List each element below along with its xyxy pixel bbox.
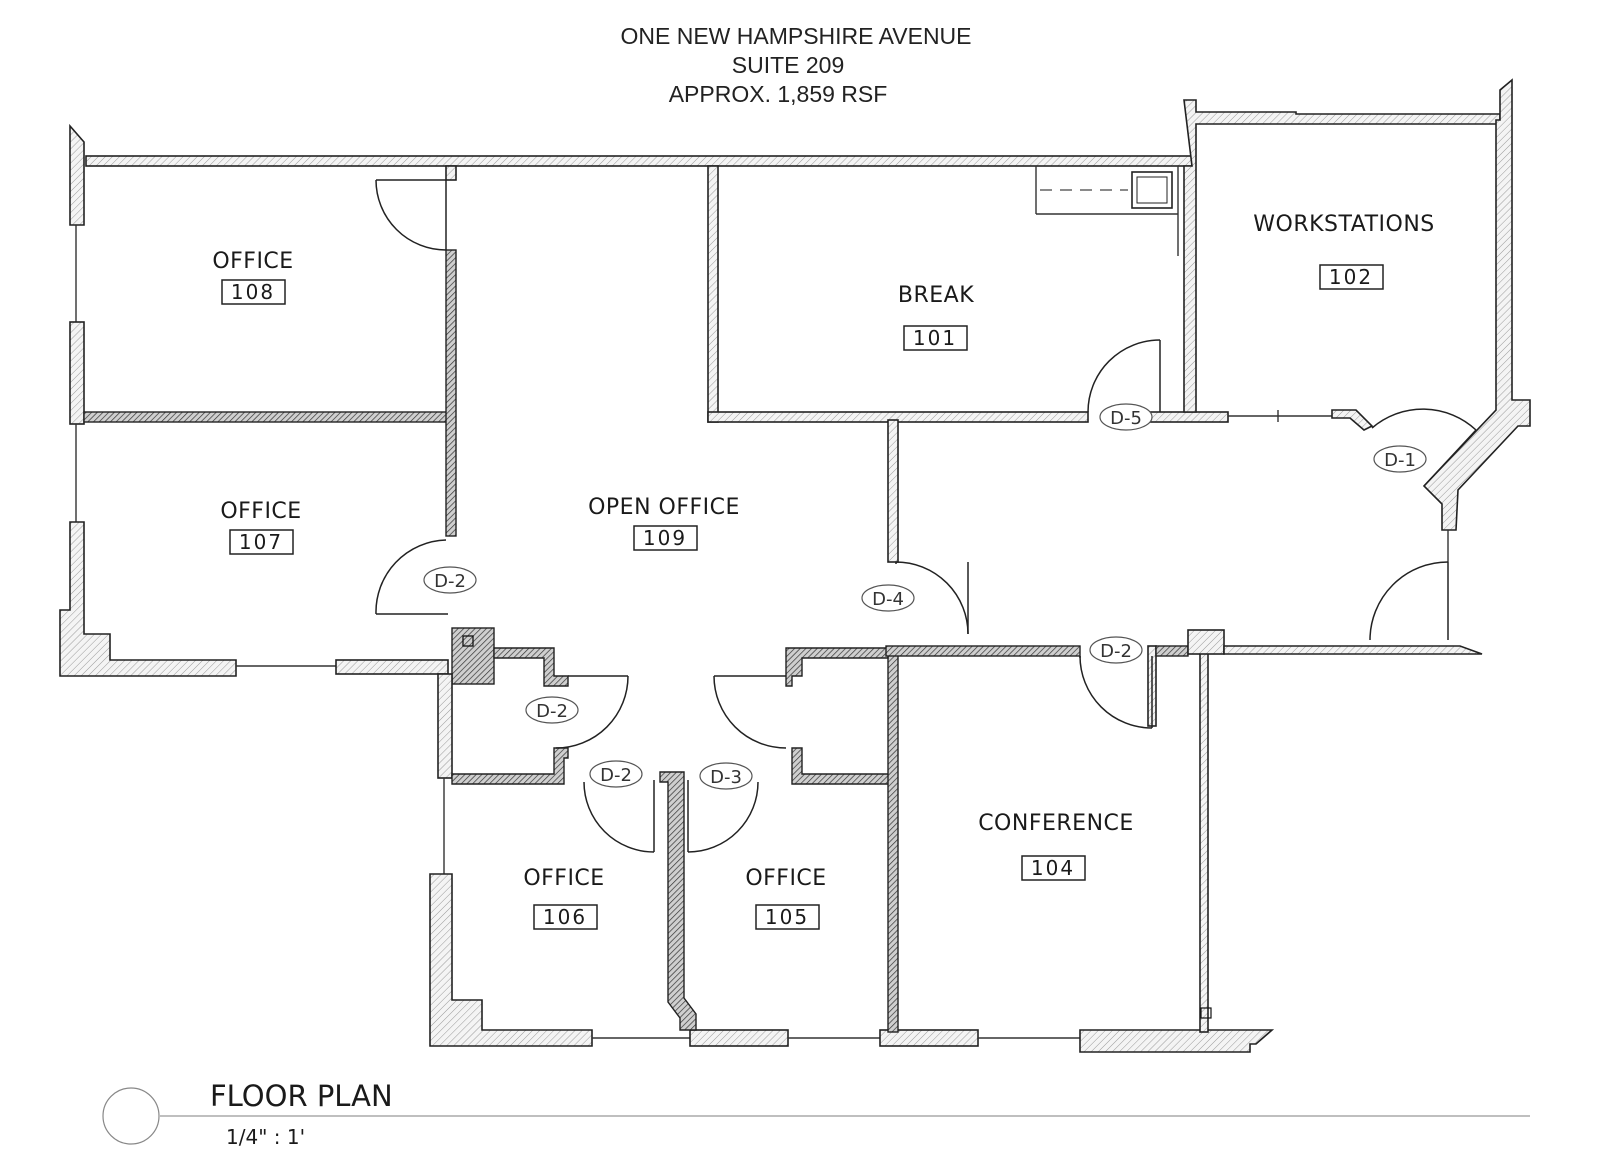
svg-text:D-1: D-1: [1384, 450, 1416, 471]
footer-title: FLOOR PLAN: [210, 1079, 393, 1113]
door-108-swing: [375, 179, 447, 251]
break-counter: [1035, 166, 1178, 215]
room-name: OFFICE: [745, 866, 826, 891]
room-104: CONFERENCE 104: [978, 811, 1134, 881]
room-106: OFFICE 106: [523, 866, 604, 930]
door-105-swing: [687, 781, 759, 853]
svg-text:D-5: D-5: [1110, 408, 1142, 429]
plan-footer: FLOOR PLAN 1/4" : 1': [102, 1079, 1530, 1149]
room-name: OFFICE: [220, 499, 301, 524]
wall-entry-bottom: [1223, 645, 1483, 655]
wall-102-south: [1331, 409, 1374, 431]
door-tag-d5: D-5: [1099, 403, 1153, 431]
wall-left-lower: [59, 521, 237, 677]
wall-101-west: [707, 165, 719, 423]
svg-text:D-3: D-3: [710, 767, 742, 788]
title-block: ONE NEW HAMPSHIRE AVENUE SUITE 209 APPRO…: [620, 23, 971, 107]
wall-104-bottom-b: [1079, 1029, 1275, 1053]
room-number: 101: [913, 326, 957, 350]
room-number: 104: [1031, 856, 1075, 880]
door-tag-107: D-2: [423, 566, 477, 594]
room-number: 102: [1329, 265, 1373, 289]
svg-text:D-2: D-2: [536, 701, 568, 722]
wall-105-bottom: [689, 1029, 789, 1047]
wall-left-mid: [69, 321, 85, 425]
doors: [375, 179, 1477, 853]
wall-108-107: [83, 411, 455, 423]
door-closet-swing: [555, 675, 629, 749]
wall-104-west: [887, 651, 899, 1033]
suite-number: SUITE 209: [732, 52, 845, 78]
door-d1-leaf: [1423, 429, 1477, 487]
door-104-swing: [1079, 655, 1153, 729]
room-108: OFFICE 108: [212, 249, 293, 305]
column-104: [1200, 1007, 1212, 1019]
wall-104-east: [1199, 651, 1209, 1033]
door-closet2-swing: [713, 675, 787, 749]
door-106-swing: [583, 781, 655, 853]
room-102: WORKSTATIONS 102: [1253, 212, 1434, 290]
svg-text:D-2: D-2: [434, 571, 466, 592]
wall-106-west-upper: [437, 673, 453, 779]
room-name: OFFICE: [212, 249, 293, 274]
sink-basin: [1136, 176, 1168, 204]
building-name: ONE NEW HAMPSHIRE AVENUE: [620, 23, 971, 49]
room-number: 108: [231, 280, 275, 304]
wall-104-top-right: [1155, 645, 1189, 657]
wall-east-diagonal: [1422, 78, 1531, 531]
column-mark: [462, 635, 474, 647]
door-d4-swing: [895, 561, 969, 635]
door-tag-105: D-3: [699, 762, 753, 790]
room-name: BREAK: [898, 283, 974, 308]
room-number: 107: [239, 530, 283, 554]
svg-text:D-2: D-2: [1100, 641, 1132, 662]
wall-104-top: [885, 645, 1081, 657]
svg-text:D-4: D-4: [872, 589, 904, 610]
door-d5-swing: [1087, 339, 1161, 413]
door-tags: D-2 D-4 D-5 D-1 D-2 D-2 D-2 D-3: [423, 403, 1427, 790]
wall-105-top: [791, 747, 891, 785]
door-d1-swing: [1371, 408, 1477, 431]
room-name: WORKSTATIONS: [1253, 212, 1434, 237]
room-number: 105: [765, 905, 809, 929]
wall-106-top: [451, 747, 569, 785]
wall-closet-right: [785, 647, 889, 687]
svg-text:D-2: D-2: [600, 765, 632, 786]
door-tag-d1: D-1: [1373, 445, 1427, 473]
room-107: OFFICE 107: [220, 499, 301, 555]
wall-105-106: [659, 771, 697, 1031]
wall-top: [85, 155, 1193, 167]
room-number: 109: [643, 526, 687, 550]
section-marker-icon: [102, 1087, 160, 1145]
wall-106-sw: [429, 873, 593, 1047]
door-tag-d4: D-4: [861, 584, 915, 612]
wall-107-bottom: [335, 659, 449, 675]
wall-108-east: [445, 249, 457, 537]
room-name: CONFERENCE: [978, 811, 1134, 836]
wall-108-stub: [445, 165, 457, 181]
room-101: BREAK 101: [898, 283, 974, 351]
wall-closet-top: [493, 647, 569, 687]
wall-left-upper: [69, 123, 85, 226]
room-labels: OFFICE 108 OFFICE 107 OPEN OFFICE 109 BR…: [212, 212, 1434, 930]
door-107-swing: [375, 539, 447, 615]
door-tag-106: D-2: [589, 760, 643, 788]
wall-entry-post: [1187, 629, 1225, 655]
door-tag-closet: D-2: [525, 696, 579, 724]
room-109: OPEN OFFICE 109: [588, 495, 740, 551]
sink-icon: [1131, 171, 1173, 209]
walls: [59, 78, 1531, 1053]
room-105: OFFICE 105: [745, 866, 826, 930]
wall-101-south-right: [1147, 411, 1229, 423]
area-rsf: APPROX. 1,859 RSF: [669, 81, 888, 107]
door-entry-swing: [1369, 561, 1449, 641]
footer-scale: 1/4" : 1': [226, 1125, 305, 1149]
door-tag-104: D-2: [1089, 636, 1143, 664]
room-name: OFFICE: [523, 866, 604, 891]
room-number: 106: [543, 905, 587, 929]
wall-102-nw: [1183, 99, 1501, 413]
room-name: OPEN OFFICE: [588, 495, 740, 520]
wall-open-east: [887, 419, 899, 563]
